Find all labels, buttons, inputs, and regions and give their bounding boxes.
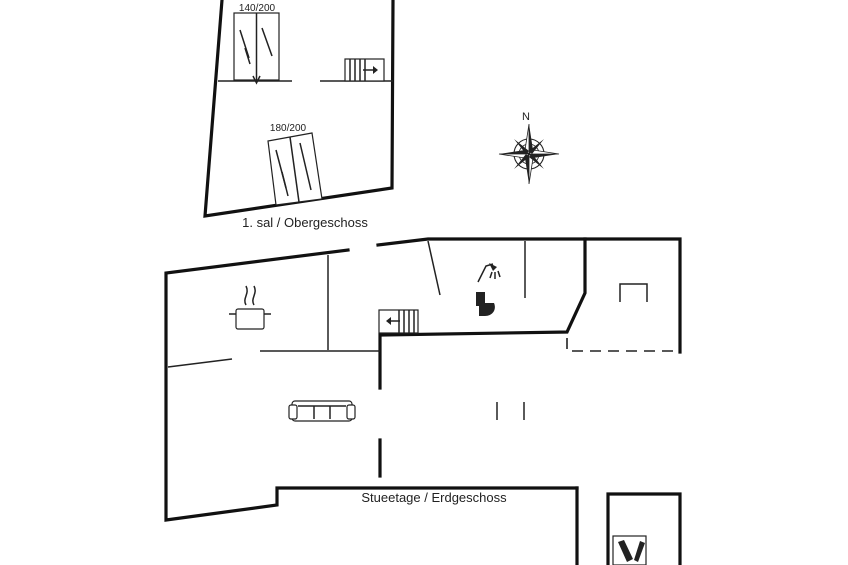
kitchen-living-divider-left	[167, 358, 233, 368]
staircase-ground-icon	[378, 309, 419, 334]
dashed-boundary-line	[566, 338, 680, 352]
bed-140-size-label: 140/200	[239, 3, 276, 14]
bathroom-door-swing-line	[427, 240, 441, 296]
bed-180-icon	[267, 132, 323, 206]
compass-rose-icon: N	[498, 111, 560, 185]
shower-icon	[477, 263, 501, 283]
bathroom-wall	[378, 237, 587, 390]
fixture-icon	[619, 283, 648, 302]
toilet-icon	[476, 292, 495, 316]
cooking-pot-icon	[229, 285, 271, 330]
bottle-glass-icon	[612, 535, 647, 565]
ground-outer-wall-north-east	[376, 237, 682, 354]
compass-north-label: N	[522, 111, 530, 123]
upper-floor-plan: 140/200 180/200 1. sal / Obergeschoss	[203, 0, 395, 230]
bed-140-icon	[233, 12, 280, 85]
sofa-icon	[288, 400, 356, 422]
ground-floor-label: Stueetage / Erdgeschoss	[361, 490, 507, 505]
staircase-upper-icon	[344, 58, 385, 82]
upper-floor-label: 1. sal / Obergeschoss	[242, 215, 368, 230]
ground-outer-wall-west	[164, 248, 579, 522]
ground-floor-plan: Stueetage / Erdgeschoss	[164, 237, 682, 565]
bed-180-size-label: 180/200	[270, 123, 307, 134]
ground-outer-wall-south-east	[606, 492, 682, 565]
